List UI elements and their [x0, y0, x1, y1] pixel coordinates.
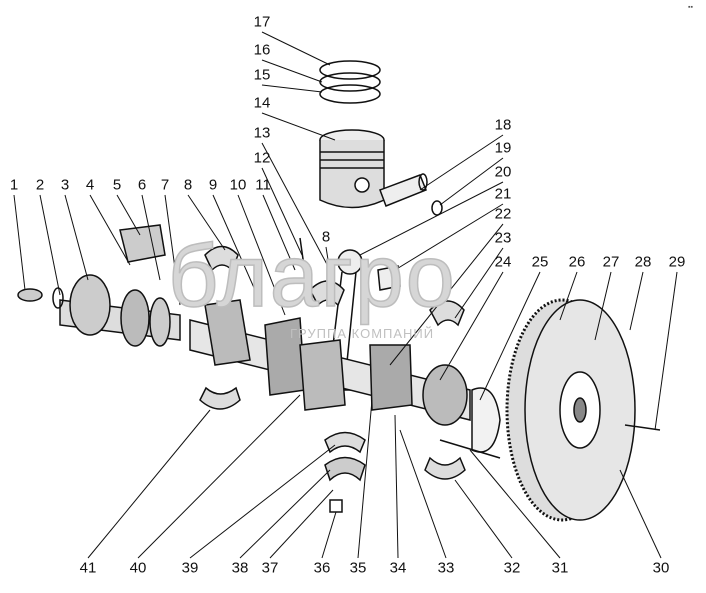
leader-line [419, 134, 504, 191]
part-label: 10 [229, 176, 247, 194]
part-label: 12 [253, 149, 271, 167]
watermark-logo: благро [167, 226, 457, 325]
leader-line [269, 489, 334, 559]
leader-line [399, 429, 447, 559]
leader-line [89, 194, 131, 266]
part-label: 11 [255, 176, 271, 194]
part-label: 13 [253, 124, 271, 142]
part-label: 30 [652, 559, 670, 577]
leader-line [479, 271, 541, 401]
part-label: 23 [494, 229, 512, 247]
leader-line [629, 271, 644, 331]
part-label: 32 [503, 559, 521, 577]
part-label: 27 [602, 253, 620, 271]
part-label: 37 [261, 559, 279, 577]
leader-line [164, 194, 181, 306]
leader-line [262, 194, 296, 271]
part-label: 39 [181, 559, 199, 577]
leader-line [39, 194, 61, 296]
part-label: 18 [494, 116, 512, 134]
part-label: 4 [85, 176, 95, 194]
leader-line [654, 271, 678, 431]
leader-line [261, 142, 331, 271]
part-label: 7 [160, 176, 170, 194]
leader-line [619, 469, 662, 559]
part-label: 40 [129, 559, 147, 577]
leader-line [321, 511, 337, 559]
leader-line [87, 409, 211, 559]
leader-line [559, 271, 578, 321]
leader-line [394, 414, 399, 559]
corner-mark: ▪▪ [688, 4, 693, 11]
part-label: 38 [231, 559, 249, 577]
leader-line [389, 223, 504, 366]
watermark-subtitle: ГРУППА КОМПАНИЙ [290, 326, 435, 341]
leader-line [594, 271, 612, 341]
leader-line [261, 59, 323, 83]
leader-line [116, 194, 141, 236]
part-label: 15 [253, 66, 271, 84]
leader-line [64, 194, 89, 281]
part-label: 28 [634, 253, 652, 271]
part-label: 8 [183, 176, 193, 194]
leader-line [454, 479, 513, 559]
part-label: 9 [208, 176, 218, 194]
leader-line [237, 194, 286, 316]
piston-rings [319, 60, 381, 104]
leader-line [137, 394, 301, 559]
leader-line [394, 203, 504, 271]
part-label: 41 [79, 559, 97, 577]
leader-line [239, 469, 331, 559]
part-label: 26 [568, 253, 586, 271]
part-label: 22 [494, 205, 512, 223]
piston [319, 129, 385, 209]
leader-line [141, 194, 161, 281]
leader-line [187, 194, 226, 251]
flywheel [439, 298, 661, 522]
leader-line [13, 194, 26, 291]
part-label: 17 [253, 13, 271, 31]
part-label: 24 [494, 253, 512, 271]
part-label: 31 [551, 559, 569, 577]
part-label: 25 [531, 253, 549, 271]
leader-line [189, 444, 336, 559]
leader-line [261, 167, 303, 256]
part-label: 29 [668, 253, 686, 271]
leader-line [454, 247, 504, 319]
part-label: 36 [313, 559, 331, 577]
piston-pin [379, 173, 443, 216]
part-label: 21 [494, 185, 512, 203]
part-label: 20 [494, 163, 512, 181]
part-label: 33 [437, 559, 455, 577]
part-label: 2 [35, 176, 45, 194]
leader-line [439, 157, 504, 206]
leader-line [261, 84, 323, 93]
part-label: 5 [112, 176, 122, 194]
leader-line [261, 31, 331, 66]
part-label: 14 [253, 94, 271, 112]
part-label: 34 [389, 559, 407, 577]
leader-line [439, 271, 504, 381]
leader-line [469, 449, 561, 559]
part-label: 8 [321, 228, 331, 246]
leader-line [357, 399, 373, 559]
crankshaft [17, 274, 471, 426]
part-label: 35 [349, 559, 367, 577]
leader-line [261, 112, 336, 141]
part-label: 1 [9, 176, 19, 194]
part-label: 3 [60, 176, 70, 194]
part-label: 16 [253, 41, 271, 59]
leader-line [325, 246, 333, 286]
part-label: 6 [137, 176, 147, 194]
leader-line [359, 181, 504, 256]
leader-line [212, 194, 256, 291]
part-label: 19 [494, 139, 512, 157]
